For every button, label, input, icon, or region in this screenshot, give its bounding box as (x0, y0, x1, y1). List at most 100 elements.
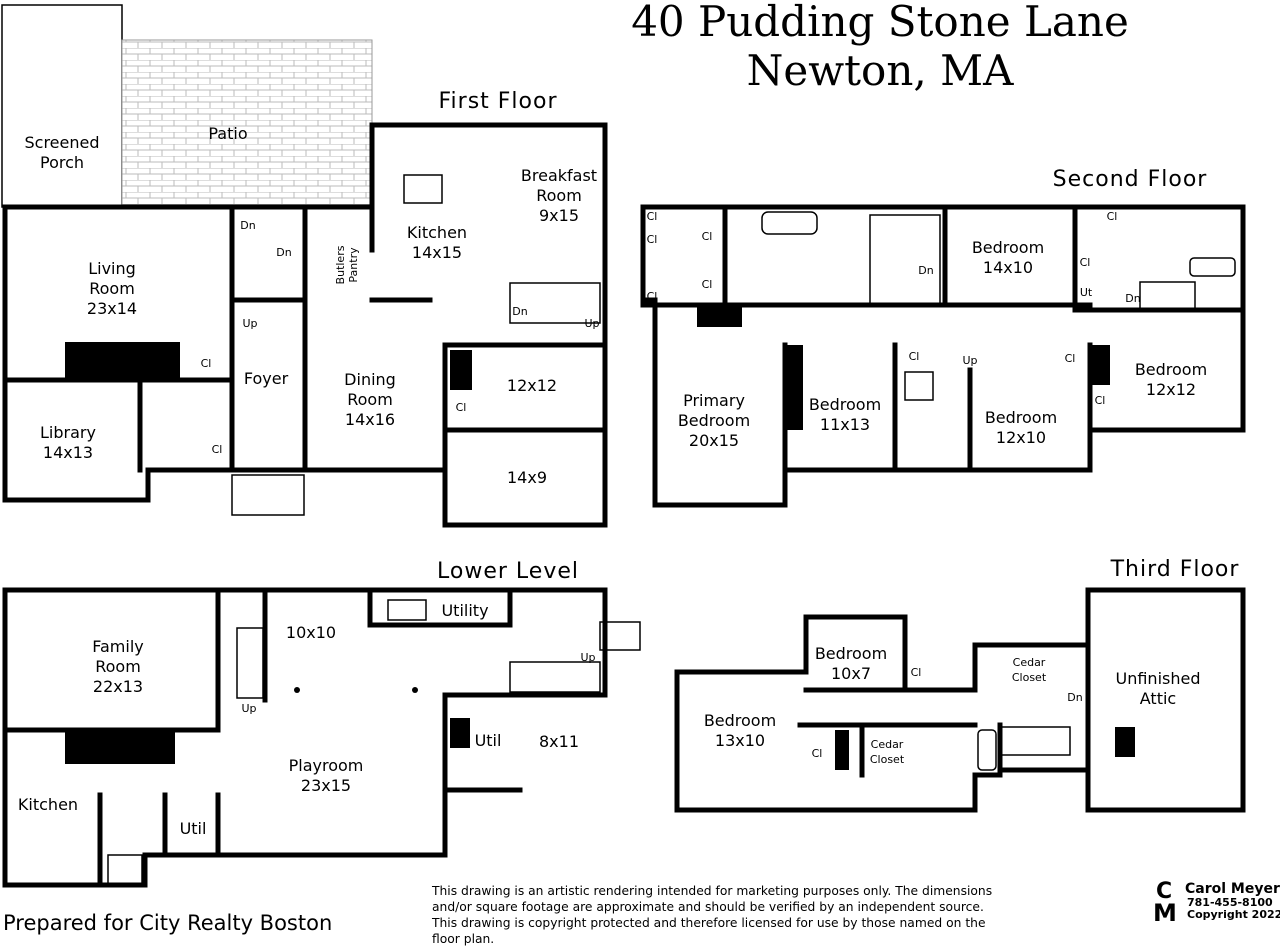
breakfast-room-label: Breakfast (521, 166, 597, 185)
svg-text:20x15: 20x15 (689, 431, 739, 450)
svg-text:Room: Room (95, 657, 141, 676)
disclaimer: This drawing is an artistic rendering in… (431, 884, 992, 946)
svg-text:Cl: Cl (456, 401, 467, 414)
lower-level-heading: Lower Level (437, 559, 579, 584)
util-label: Util (475, 731, 502, 750)
svg-text:Cl: Cl (909, 350, 920, 363)
svg-text:Dn: Dn (918, 264, 933, 277)
svg-text:Cl: Cl (702, 230, 713, 243)
stairs (509, 282, 601, 324)
butlers-pantry-label: Butlers Pantry (334, 245, 360, 284)
svg-text:14x10: 14x10 (983, 258, 1033, 277)
svg-text:Up: Up (584, 317, 599, 330)
svg-text:Dn: Dn (512, 305, 527, 318)
svg-text:Cl: Cl (1095, 394, 1106, 407)
svg-text:Cl: Cl (201, 357, 212, 370)
cedar-closet-label-2: Cedar (871, 738, 904, 751)
bedroom-13x10-label: Bedroom (704, 711, 776, 730)
svg-text:Dn: Dn (1067, 691, 1082, 704)
fireplace (783, 345, 803, 430)
fireplace (65, 728, 175, 764)
second-floor: Second Floor Primary Bedroom 20x15 Bedro… (640, 167, 1246, 508)
dining-room-label: Dining (344, 370, 396, 389)
address-line2: Newton, MA (747, 46, 1014, 95)
svg-text:22x13: 22x13 (93, 677, 143, 696)
svg-text:Cl: Cl (647, 290, 658, 303)
carol-meyer-logo: C M Carol Meyer 781-455-8100 Copyright 2… (1153, 879, 1280, 927)
stairs (236, 627, 264, 699)
svg-text:Cl: Cl (911, 666, 922, 679)
svg-text:Cl: Cl (647, 233, 658, 246)
primary-bedroom-label: Primary (683, 391, 745, 410)
svg-text:Butlers: Butlers (334, 245, 347, 284)
svg-text:Cl: Cl (1080, 256, 1091, 269)
svg-text:Cl: Cl (212, 443, 223, 456)
address-line1: 40 Pudding Stone Lane (631, 0, 1129, 46)
svg-text:Carol Meyer: Carol Meyer (1185, 881, 1280, 897)
svg-text:13x10: 13x10 (715, 731, 765, 750)
screened-porch-label: Screened (24, 133, 99, 152)
foyer-label: Foyer (244, 369, 289, 388)
svg-text:23x15: 23x15 (301, 776, 351, 795)
patio-area (121, 39, 373, 208)
svg-text:Cl: Cl (647, 210, 658, 223)
front-steps (231, 474, 305, 516)
lower-kitchen-label: Kitchen (18, 795, 78, 814)
svg-text:Pantry: Pantry (347, 247, 360, 283)
first-floor-heading: First Floor (438, 89, 557, 114)
stairs (999, 726, 1071, 756)
family-room-label: Family (92, 637, 143, 656)
svg-text:Room: Room (536, 186, 582, 205)
bathtub (761, 211, 818, 235)
svg-text:Dn: Dn (240, 219, 255, 232)
svg-text:Closet: Closet (870, 753, 905, 766)
svg-text:Ut: Ut (1080, 286, 1093, 299)
fireplace (65, 342, 180, 378)
svg-text:Cl: Cl (1107, 210, 1118, 223)
lower-level: Lower Level Family Room 22x13 10x10 Util… (2, 559, 641, 888)
svg-text:11x13: 11x13 (820, 415, 870, 434)
svg-text:Closet: Closet (1012, 671, 1047, 684)
prepared-for: Prepared for City Realty Boston (3, 911, 332, 935)
svg-text:Room: Room (89, 279, 135, 298)
svg-text:Cl: Cl (812, 747, 823, 760)
cedar-closet-label: Cedar (1013, 656, 1046, 669)
svg-text:Up: Up (580, 651, 595, 664)
bedroom-12x10-label: Bedroom (985, 408, 1057, 427)
svg-text:Dn: Dn (276, 246, 291, 259)
svg-text:This drawing is copyright prot: This drawing is copyright protected and … (431, 916, 986, 930)
library-label: Library (40, 423, 96, 442)
svg-text:23x14: 23x14 (87, 299, 137, 318)
screened-porch-outline (1, 4, 123, 208)
room-10x10-label: 10x10 (286, 623, 336, 642)
kitchen-label: Kitchen (407, 223, 467, 242)
svg-text:C: C (1156, 879, 1172, 904)
stairs (869, 214, 941, 306)
svg-text:Copyright 2022: Copyright 2022 (1187, 908, 1280, 921)
svg-text:781-455-8100: 781-455-8100 (1187, 896, 1273, 909)
svg-text:12x10: 12x10 (996, 428, 1046, 447)
svg-text:14x13: 14x13 (43, 443, 93, 462)
svg-text:14x15: 14x15 (412, 243, 462, 262)
svg-text:Dn: Dn (1125, 292, 1140, 305)
svg-text:9x15: 9x15 (539, 206, 579, 225)
util-label-2: Util (180, 819, 207, 838)
svg-text:Up: Up (962, 354, 977, 367)
svg-text:M: M (1153, 899, 1177, 927)
patio-label: Patio (208, 124, 247, 143)
bedroom-11x13-label: Bedroom (809, 395, 881, 414)
third-floor-heading: Third Floor (1110, 557, 1240, 582)
room-14x9-label: 14x9 (507, 468, 547, 487)
bedroom-12x12-label: Bedroom (1135, 360, 1207, 379)
room-8x11-label: 8x11 (539, 732, 579, 751)
room-12x12-label: 12x12 (507, 376, 557, 395)
kitchen-island (403, 174, 443, 204)
bedroom-10x7-label: Bedroom (815, 644, 887, 663)
third-floor: Third Floor Bedroom 10x7 Bedroom 13x10 C… (674, 557, 1246, 813)
svg-text:10x7: 10x7 (831, 664, 871, 683)
svg-text:Bedroom: Bedroom (678, 411, 750, 430)
svg-text:14x16: 14x16 (345, 410, 395, 429)
svg-text:and/or square footage are appr: and/or square footage are approximate an… (432, 900, 984, 914)
